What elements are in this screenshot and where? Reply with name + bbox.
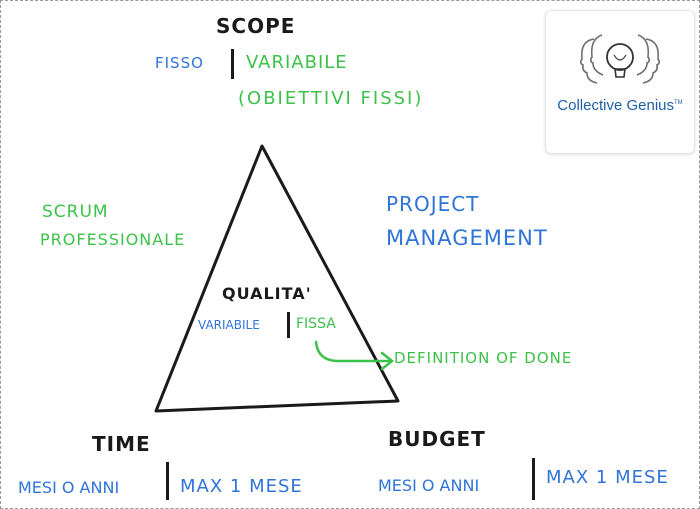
budget-variable-label: MESI O ANNI — [378, 476, 480, 495]
definition-of-done-label: DEFINITION OF DONE — [394, 349, 573, 367]
scope-note: (OBIETTIVI FISSI) — [238, 88, 424, 109]
triangle — [154, 144, 400, 413]
logo-name: Collective GeniusTM — [557, 97, 683, 114]
quality-separator — [287, 312, 290, 338]
pm-label-line1: PROJECT — [386, 192, 480, 216]
pm-label-line2: MANAGEMENT — [386, 226, 548, 250]
faces-lightbulb-icon — [579, 34, 661, 84]
budget-separator — [532, 458, 535, 500]
collective-genius-logo: Collective GeniusTM — [545, 10, 695, 154]
budget-fixed-label: MAX 1 MESE — [546, 467, 669, 488]
scope-fixed-label: FISSO — [155, 54, 204, 72]
scope-separator — [231, 49, 234, 79]
definition-of-done-arrow — [314, 340, 395, 371]
scope-title: SCOPE — [216, 14, 296, 38]
time-variable-label: MESI O ANNI — [18, 478, 120, 497]
time-title: TIME — [92, 432, 151, 456]
quality-variable-label: VARIABILE — [198, 318, 260, 332]
scrum-label-line2: PROFESSIONALE — [40, 230, 186, 249]
quality-fixed-label: FISSA — [296, 316, 336, 332]
quality-title: QUALITA' — [222, 284, 312, 303]
budget-title: BUDGET — [388, 427, 486, 451]
scrum-label-line1: SCRUM — [42, 202, 109, 222]
scope-variable-label: VARIABILE — [246, 52, 348, 73]
time-separator — [166, 462, 169, 500]
time-fixed-label: MAX 1 MESE — [180, 476, 303, 497]
